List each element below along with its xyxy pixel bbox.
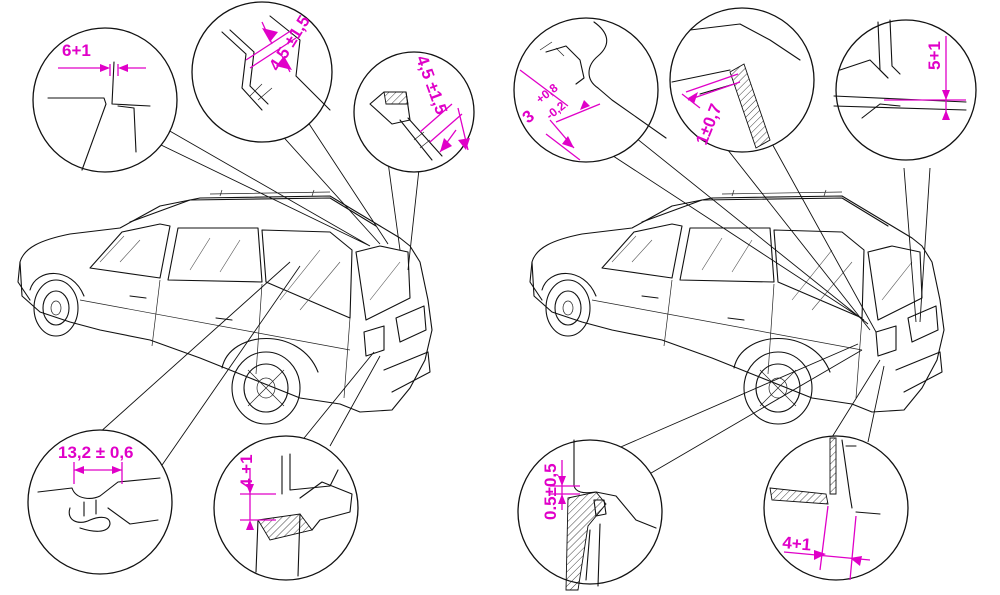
left-callout-2: 4,5 ±1,5 — [191, 1, 333, 143]
dimension-label-right-3: 5+1 — [925, 41, 944, 70]
left-callout-5: 4 +1 — [213, 435, 359, 581]
right-callout-5: 4+1 — [763, 435, 909, 581]
left-panel: 6+1 4,5 ±1,5 4,5 ±1,5 — [17, 1, 475, 581]
right-panel: 3 +0,8 -0,2 1±0,7 5+1 — [513, 7, 977, 591]
dimension-label-left-1: 6+1 — [62, 41, 91, 60]
dimension-label-left-5: 4 +1 — [237, 454, 256, 488]
dimension-label-right-4: 0.5±0,5 — [541, 463, 560, 520]
right-callout-1: 3 +0,8 -0,2 — [513, 17, 667, 163]
right-leader-lines — [599, 129, 931, 477]
left-callout-1: 6+1 — [32, 27, 178, 173]
left-callout-3: 4,5 ±1,5 — [353, 51, 475, 173]
left-car-illustration — [17, 189, 433, 425]
right-car-illustration — [529, 189, 945, 425]
right-callout-4: 0.5±0,5 — [517, 439, 663, 591]
right-callout-3: 5+1 — [833, 19, 977, 161]
dimension-label-left-4: 13,2 ± 0,6 — [58, 443, 134, 462]
right-callout-2: 1±0,7 — [669, 7, 815, 153]
dimension-label-right-5: 4+1 — [782, 533, 812, 554]
left-callout-4: 13,2 ± 0,6 — [27, 429, 173, 575]
